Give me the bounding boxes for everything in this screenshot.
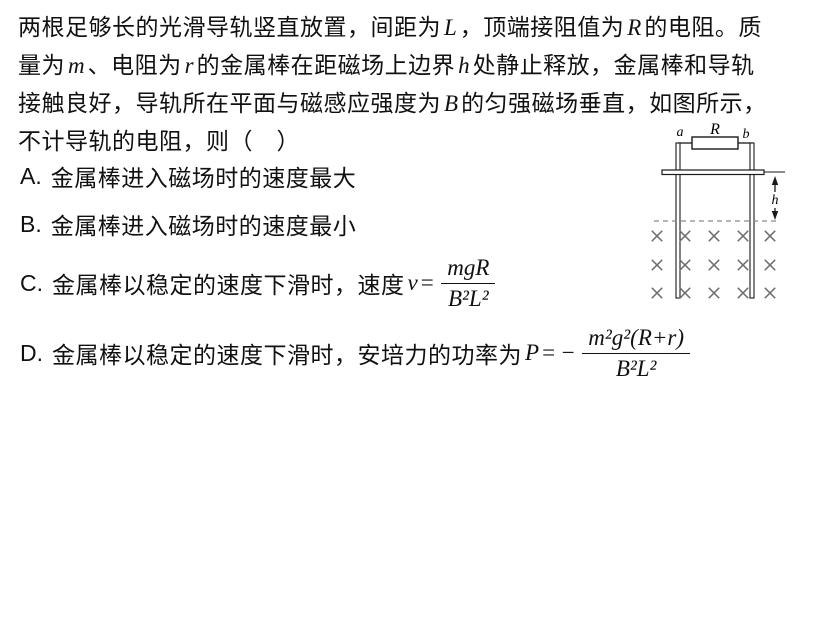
math-variable: r — [184, 53, 194, 78]
math-variable: R — [627, 15, 642, 40]
option-label: B. — [20, 210, 42, 237]
fraction-denominator: B²L² — [615, 355, 657, 381]
magnetic-field-crosses — [651, 230, 776, 299]
text-run: 两根足够长的光滑导轨竖直放置，间距为 — [18, 15, 441, 40]
text-run: 金属棒进入磁场时的速度最小 — [50, 214, 357, 239]
metal-rod — [661, 169, 765, 176]
math-variable: B — [444, 91, 459, 116]
text-run: = − — [542, 340, 576, 365]
text-run: 的匀强磁场垂直，如图所示， — [461, 91, 767, 116]
h-arrow: h — [772, 176, 779, 220]
text-run: 处静止释放，金属棒和导轨 — [472, 53, 755, 78]
option-label: D. — [20, 339, 43, 366]
math-variable: L — [444, 15, 457, 40]
fraction-numerator: m²g²(R+r) — [582, 324, 691, 354]
option-B: B. 金属棒进入磁场时的速度最小 — [20, 208, 356, 240]
text-run: 金属棒以稳定的速度下滑时，安培力的功率为 — [52, 343, 522, 368]
text-run: 、电阻为 — [87, 53, 182, 78]
circuit-diagram: a R b h — [645, 112, 795, 307]
fraction: m²g²(R+r)B²L² — [582, 324, 691, 382]
problem-line: 不计导轨的电阻，则（ ） — [18, 123, 830, 161]
resistor-box — [691, 136, 739, 150]
terminal-b-label: b — [743, 127, 750, 142]
text-run: 不计导轨的电阻，则（ ） — [18, 129, 300, 154]
resistor-r-label: R — [709, 121, 720, 138]
option-label: C. — [20, 269, 43, 296]
option-A: A. 金属棒进入磁场时的速度最大 — [20, 160, 356, 192]
text-run: 的电阻。质 — [644, 15, 762, 40]
text-run: 接触良好，导轨所在平面与磁感应强度为 — [18, 91, 441, 116]
text-run: 金属棒以稳定的速度下滑时，速度 — [52, 273, 405, 298]
math-variable: P — [525, 340, 540, 365]
fraction-numerator: mgR — [441, 254, 496, 284]
text-run: 的金属棒在距磁场上边界 — [196, 53, 456, 78]
terminal-a-label: a — [677, 125, 684, 140]
fraction-denominator: B²L² — [447, 285, 489, 311]
text-run: = — [420, 270, 435, 295]
math-variable: m — [68, 53, 85, 78]
option-label: A. — [20, 162, 42, 189]
text-run: 量为 — [18, 53, 65, 78]
h-distance-label: h — [772, 193, 779, 208]
text-run: 金属棒进入磁场时的速度最大 — [50, 166, 357, 191]
text-run: ，顶端接阻值为 — [459, 15, 625, 40]
math-variable: h — [458, 53, 470, 78]
math-variable: v — [407, 270, 418, 295]
